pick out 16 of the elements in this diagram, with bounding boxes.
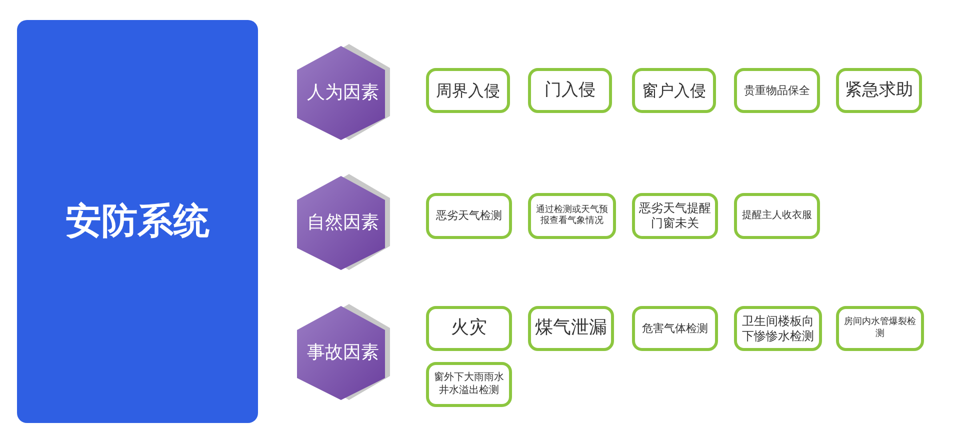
item-box: 紧急求助 [836,68,922,113]
item-box: 提醒主人收衣服 [734,193,820,239]
item-box: 火灾 [426,306,512,351]
item-box: 门入侵 [528,68,612,113]
item-box: 周界入侵 [426,68,510,113]
item-box: 卫生间楼板向下惨惨水检测 [734,306,822,351]
item-box: 窗外下大雨雨水井水溢出检测 [426,362,512,407]
item-box: 通过检测或天气预报查看气象情况 [528,193,616,239]
item-box: 房间内水管爆裂检测 [836,306,924,351]
item-box: 贵重物品保全 [734,68,820,113]
item-box: 危害气体检测 [632,306,718,351]
title-panel: 安防系统 [17,20,258,423]
item-box: 恶劣天气提醒门窗未关 [632,193,718,239]
item-box: 恶劣天气检测 [426,193,512,239]
item-box: 煤气泄漏 [528,306,614,351]
item-box: 窗户入侵 [632,68,716,113]
